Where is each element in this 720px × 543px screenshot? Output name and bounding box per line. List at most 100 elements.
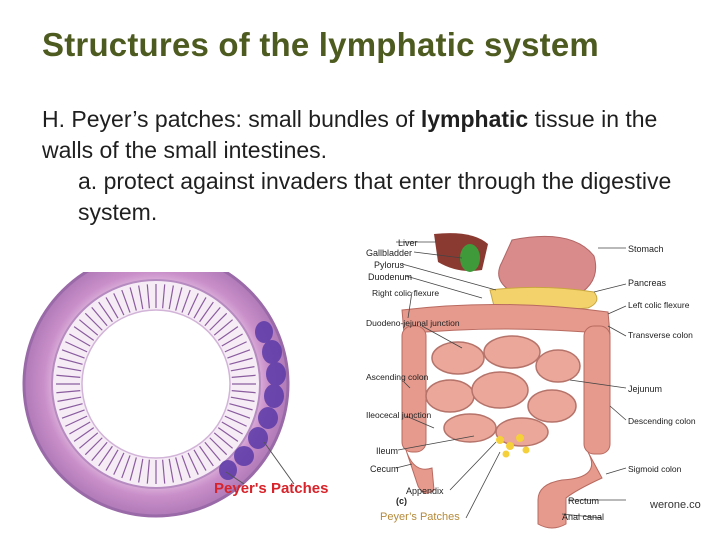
villus-line xyxy=(231,390,256,394)
villus-line xyxy=(213,432,233,449)
villus-line xyxy=(221,333,243,347)
villus-line xyxy=(162,284,166,309)
villus-line xyxy=(217,427,239,442)
villus-line xyxy=(69,333,91,347)
villus-line xyxy=(209,437,228,456)
label-sigmoid-colon: Sigmoid colon xyxy=(628,464,682,474)
label-ileum: Ileum xyxy=(376,446,398,456)
villus-line xyxy=(224,341,247,353)
villus-line xyxy=(227,409,251,419)
gallbladder-shape xyxy=(460,244,480,272)
peyers-patches-label: Peyer's Patches xyxy=(214,480,328,497)
villus-line xyxy=(129,457,137,481)
villus-line xyxy=(204,307,221,327)
label-pylorus: Pylorus xyxy=(374,260,405,270)
villus-line xyxy=(84,437,103,456)
villus-line xyxy=(121,455,131,479)
label-stomach: Stomach xyxy=(628,244,664,254)
body-subpoint: a. protect against invaders that enter t… xyxy=(78,168,672,225)
label-jejunum: Jejunum xyxy=(628,384,662,394)
body-lead: H. Peyer’s patches: small bundles of xyxy=(42,106,421,132)
villus-line xyxy=(57,396,82,402)
rectum-shape xyxy=(537,451,603,529)
label-pancreas: Pancreas xyxy=(628,278,667,288)
villus-line xyxy=(168,285,174,310)
villus-line xyxy=(213,319,233,336)
watermark-text: werone.co xyxy=(649,499,701,511)
ascending-colon-shape xyxy=(401,325,427,453)
villus-line xyxy=(204,441,221,461)
villus-line xyxy=(227,349,251,359)
villus-line xyxy=(98,301,113,323)
villus-line xyxy=(121,289,131,313)
descending-colon-shape xyxy=(583,325,611,455)
label-figure-c: (c) xyxy=(396,496,407,506)
label-appendix: Appendix xyxy=(406,486,444,496)
label-cecum: Cecum xyxy=(370,464,399,474)
peyers-patch-nodules xyxy=(219,321,286,480)
villus-line xyxy=(98,445,113,467)
villus-line xyxy=(199,445,214,467)
label-transverse-colon: Transverse colon xyxy=(628,330,693,340)
villus-line xyxy=(217,326,239,341)
villus-line xyxy=(193,297,207,319)
villus-line xyxy=(105,449,119,471)
villus-line xyxy=(146,459,150,484)
villus-line xyxy=(187,293,199,316)
villus-line xyxy=(59,403,83,411)
villus-line xyxy=(230,366,255,372)
label-leaders xyxy=(395,241,627,519)
peyers-patch-dots xyxy=(496,434,530,458)
villus-line xyxy=(69,421,91,435)
label-duodenojejunal-junction: Duodeno-jejunal junction xyxy=(366,318,460,328)
label-ascending-colon: Ascending colon xyxy=(366,372,429,382)
villus-line xyxy=(79,432,99,449)
villus-line xyxy=(91,441,108,461)
label-gallbladder: Gallbladder xyxy=(366,248,412,258)
small-intestine-coils xyxy=(425,335,581,447)
villus-line xyxy=(113,293,125,316)
villus-line xyxy=(231,374,256,378)
villus-line xyxy=(91,307,108,327)
villus-line xyxy=(229,357,253,365)
villus-line xyxy=(65,341,88,353)
villus-line xyxy=(162,459,166,484)
intestine-micrograph: Peyer's Patches xyxy=(14,250,354,534)
villus-line xyxy=(221,421,243,435)
villus-line xyxy=(59,357,83,365)
villus-line xyxy=(224,415,247,427)
label-ileocecal-junction: Ileocecal junction xyxy=(366,410,431,420)
villus-line xyxy=(146,284,150,309)
villus-line xyxy=(181,455,191,479)
label-duodenum: Duodenum xyxy=(368,272,412,282)
body-rest: tissue in the walls of the small intesti… xyxy=(42,106,658,163)
villus-line xyxy=(129,287,137,311)
digestive-system-diagram: Liver Gallbladder Pylorus Duodenum Right… xyxy=(362,228,720,538)
villus-line xyxy=(84,312,103,331)
villus-line xyxy=(168,458,174,483)
label-liver: Liver xyxy=(398,238,418,248)
villus-line xyxy=(175,457,183,481)
villus-line xyxy=(79,319,99,336)
slide-title: Structures of the lymphatic system xyxy=(42,26,599,63)
villus-line xyxy=(73,427,95,442)
villus-line xyxy=(187,452,199,475)
villus-line xyxy=(199,301,214,323)
villus-line xyxy=(65,415,88,427)
villus-line xyxy=(56,374,81,378)
villus-line xyxy=(193,449,207,471)
villi-pattern xyxy=(56,284,256,484)
villus-line xyxy=(209,312,228,331)
slide-body: H. Peyer’s patches: small bundles of lym… xyxy=(42,104,682,228)
villus-line xyxy=(57,366,82,372)
villus-line xyxy=(56,390,81,394)
villus-line xyxy=(229,403,253,411)
label-anal-canal: Anal canal xyxy=(562,512,604,522)
villus-line xyxy=(105,297,119,319)
villus-line xyxy=(138,458,144,483)
label-peyers-patches: Peyer’s Patches xyxy=(380,511,460,523)
villus-line xyxy=(73,326,95,341)
villus-line xyxy=(61,349,85,359)
appendix-shape xyxy=(405,449,435,494)
